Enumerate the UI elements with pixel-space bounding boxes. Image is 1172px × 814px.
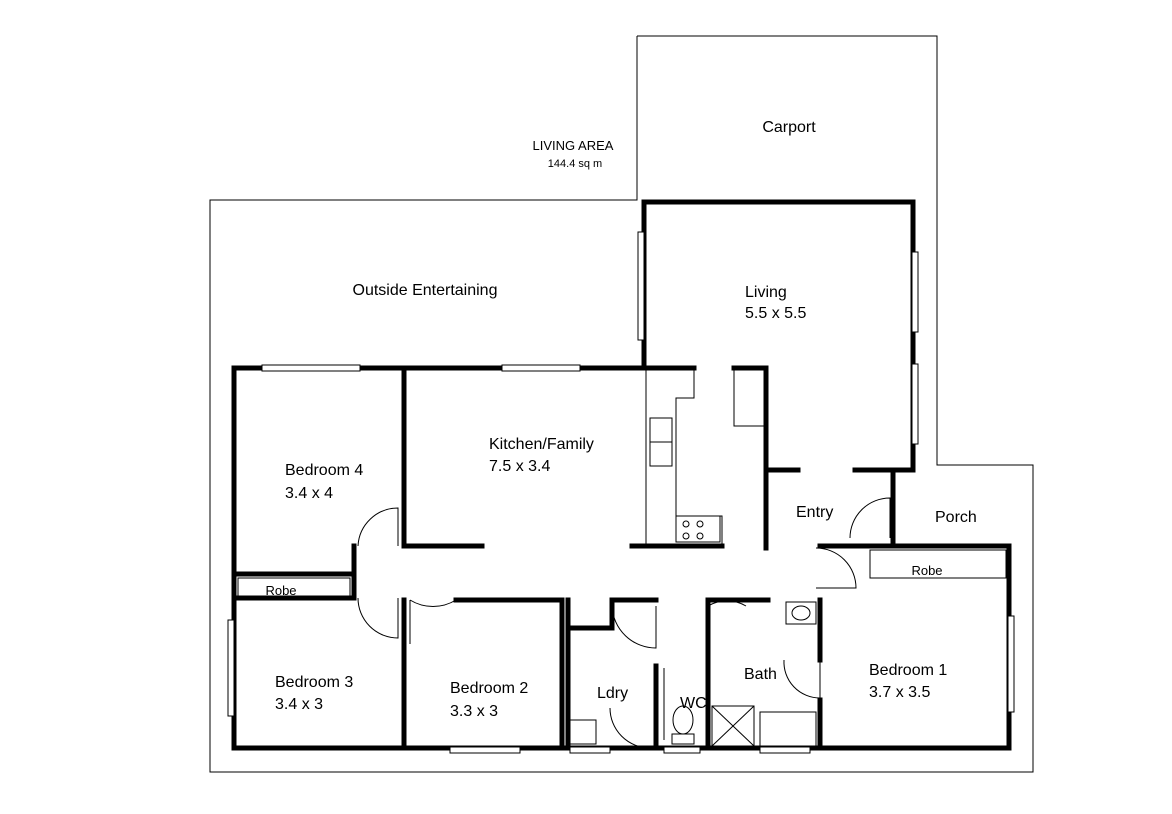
living-walls xyxy=(641,199,916,551)
bedroom3-robe-label: Robe xyxy=(265,583,296,598)
bathtub-icon xyxy=(759,711,817,747)
kitchen-bench xyxy=(645,367,765,546)
bedroom4-size: 3.4 x 4 xyxy=(285,485,333,502)
wc-name: WC xyxy=(680,695,707,712)
bedroom4-name: Bedroom 4 xyxy=(285,462,363,479)
living-area-size: 144.4 sq m xyxy=(548,158,602,170)
bedroom2-name: Bedroom 2 xyxy=(450,680,528,697)
living-windows xyxy=(637,231,919,445)
living-area-title: LIVING AREA xyxy=(533,138,614,153)
carport-label: Carport xyxy=(762,119,816,136)
pantry-fridge xyxy=(733,367,765,427)
bedroom-windows xyxy=(227,364,1015,754)
basin-icon xyxy=(785,601,817,625)
living-name: Living xyxy=(745,284,787,301)
doors xyxy=(357,497,891,749)
entry-label: Entry xyxy=(796,504,833,521)
laundry-name: Ldry xyxy=(597,685,628,702)
laundry-tub-icon xyxy=(569,719,597,745)
living-size: 5.5 x 5.5 xyxy=(745,305,806,322)
site-outline xyxy=(209,35,1034,773)
bedroom3-name: Bedroom 3 xyxy=(275,674,353,691)
bath-name: Bath xyxy=(744,666,777,683)
bedroom2-size: 3.3 x 3 xyxy=(450,703,498,720)
bedroom1-robe-label: Robe xyxy=(911,563,942,578)
wet-area-fixtures xyxy=(569,601,817,747)
bedroom1-name: Bedroom 1 xyxy=(869,662,947,679)
kitchen-family-name: Kitchen/Family xyxy=(489,436,594,453)
kitchen-family-size: 7.5 x 3.4 xyxy=(489,458,550,475)
bedroom3-size: 3.4 x 3 xyxy=(275,696,323,713)
porch-label: Porch xyxy=(935,509,977,526)
robes xyxy=(237,549,1007,599)
bedroom1-size: 3.7 x 3.5 xyxy=(869,684,930,701)
outside-entertaining-label: Outside Entertaining xyxy=(353,282,498,299)
